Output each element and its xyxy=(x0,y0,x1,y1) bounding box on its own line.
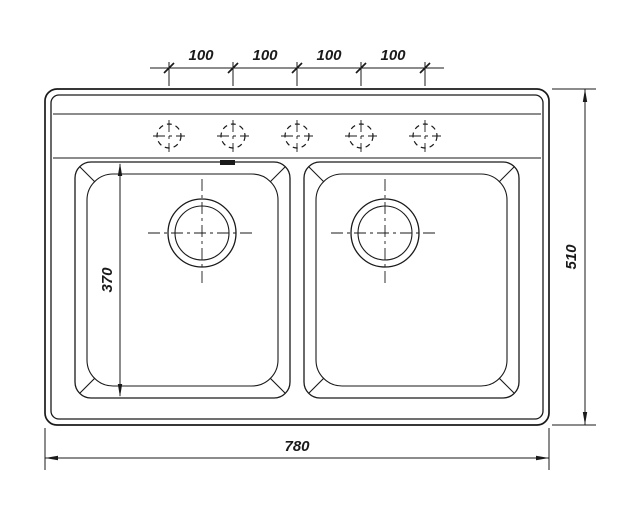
arrowhead-down xyxy=(117,384,123,397)
dimension-label-780: 780 xyxy=(284,438,310,455)
dimension-extension-lines xyxy=(168,62,426,86)
right-drain-centerlines xyxy=(331,179,439,287)
left-bowl-corner-slopes xyxy=(79,166,286,394)
right-bowl-floor xyxy=(315,173,508,387)
sink-body xyxy=(44,88,550,426)
right-bowl-corner-slopes xyxy=(308,166,515,394)
dimension-ticks xyxy=(163,62,431,74)
arrowhead-down xyxy=(582,412,588,425)
sink-outer-edge xyxy=(44,88,550,426)
right-bowl-rim xyxy=(303,161,520,399)
arrowhead-up xyxy=(582,89,588,102)
dimension-overall-width: 780 xyxy=(44,428,550,470)
dimension-label-100-1: 100 xyxy=(188,47,214,64)
dimension-label-100-2: 100 xyxy=(252,47,278,64)
dimension-label-100-3: 100 xyxy=(316,47,342,64)
dimension-hole-spacing: 100 100 100 100 xyxy=(150,47,444,86)
dimension-bowl-length: 370 xyxy=(99,163,123,397)
faucet-holes xyxy=(153,120,441,152)
arrowhead-right xyxy=(536,455,549,461)
dimension-overall-depth: 510 xyxy=(552,88,596,426)
left-bowl-floor xyxy=(86,173,279,387)
faucet-hole-centermarks xyxy=(153,120,441,152)
right-bowl xyxy=(303,161,520,399)
left-drain-centerlines xyxy=(148,179,256,287)
left-bowl-rim xyxy=(74,161,291,399)
dimension-label-100-4: 100 xyxy=(380,47,406,64)
left-bowl xyxy=(74,161,291,399)
dimension-label-510: 510 xyxy=(563,244,580,270)
arrowhead-up xyxy=(117,163,123,176)
dimension-label-370: 370 xyxy=(99,267,116,293)
sink-inner-edge xyxy=(50,94,544,420)
arrowhead-left xyxy=(45,455,58,461)
